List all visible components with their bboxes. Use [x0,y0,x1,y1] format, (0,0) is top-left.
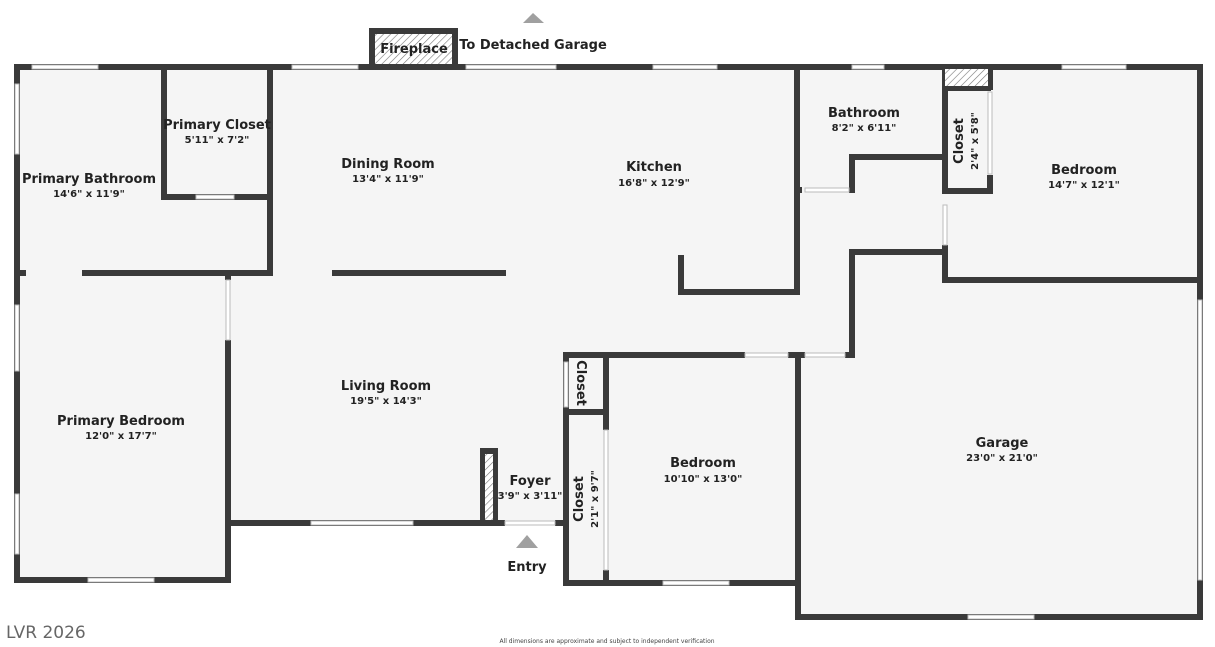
windows [14,64,1203,620]
room-name: Dining Room [341,157,434,172]
room-dim: 14'7" x 12'1" [1048,180,1120,191]
room-dim: 2'4" x 5'8" [970,112,981,170]
room-dim: 23'0" x 21'0" [966,453,1038,464]
room-primary-bathroom: Primary Bathroom 14'6" x 11'9" [22,172,156,200]
room-closet-small: Closet [573,360,588,406]
room-bedroom-lower: Bedroom 10'10" x 13'0" [664,456,743,485]
room-name: Closet [573,360,588,406]
room-bedroom-upper: Bedroom 14'7" x 12'1" [1048,163,1120,191]
fireplace-label: Fireplace [380,42,448,57]
room-name: Closet [952,118,967,164]
detached-garage-label: To Detached Garage [459,38,607,53]
room-dim: 2'1" x 9'7" [590,470,601,528]
closet-shelf-hatch [945,69,988,87]
room-garage: Garage 23'0" x 21'0" [966,436,1038,464]
room-primary-closet: Primary Closet 5'11" x 7'2" [163,118,271,146]
room-closet-upper: Closet 2'4" x 5'8" [952,112,981,170]
entry-arrow-icon [516,535,538,548]
room-name: Foyer [510,474,552,489]
room-name: Bedroom [1051,163,1117,178]
detached-garage-arrow-icon [523,13,544,23]
room-dining-room: Dining Room 13'4" x 11'9" [341,157,434,185]
room-foyer: Foyer 3'9" x 3'11" [498,474,563,502]
room-dim: 19'5" x 14'3" [350,396,422,407]
room-name: Primary Bathroom [22,172,156,187]
room-name: Primary Bedroom [57,414,185,429]
room-dim: 8'2" x 6'11" [832,123,897,134]
room-primary-bedroom: Primary Bedroom 12'0" x 17'7" [57,414,185,442]
room-name: Kitchen [626,160,682,175]
entry-label: Entry [507,560,547,575]
room-dim: 12'0" x 17'7" [85,431,157,442]
room-dim: 13'4" x 11'9" [352,174,424,185]
room-dim: 16'8" x 12'9" [618,178,690,189]
room-kitchen: Kitchen 16'8" x 12'9" [618,160,690,189]
room-dim: 3'9" x 3'11" [498,491,563,502]
floors [17,67,1200,617]
room-closet-lower: Closet 2'1" x 9'7" [572,470,601,528]
fireplace-hatch [375,34,452,64]
room-living-room: Living Room 19'5" x 14'3" [341,379,431,407]
room-name: Garage [976,436,1029,451]
room-name: Bedroom [670,456,736,471]
room-name: Primary Closet [163,118,271,133]
room-dim: 5'11" x 7'2" [185,135,250,146]
room-name: Living Room [341,379,431,394]
pillar-hatch [485,454,493,520]
room-bathroom: Bathroom 8'2" x 6'11" [828,106,900,134]
room-dim: 10'10" x 13'0" [664,474,743,485]
room-name: Bathroom [828,106,900,121]
room-name: Closet [572,476,587,522]
room-dim: 14'6" x 11'9" [53,189,125,200]
brand-watermark: LVR 2026 [6,623,86,643]
disclaimer: All dimensions are approximate and subje… [499,638,714,645]
